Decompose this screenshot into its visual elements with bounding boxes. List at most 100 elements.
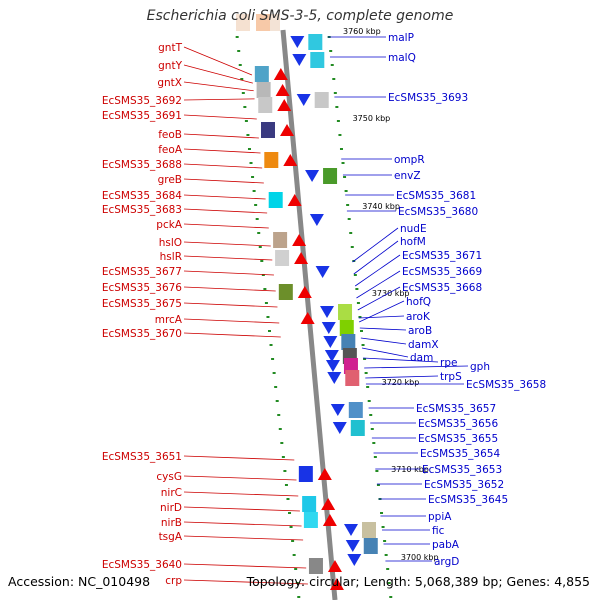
gene-label-left: EcSMS35_3691 xyxy=(102,110,182,122)
leader-line-left xyxy=(183,491,299,497)
right-tick xyxy=(375,470,379,472)
gene-label-left: nirD xyxy=(160,502,182,514)
left-tick xyxy=(255,218,259,220)
gene-label-left: EcSMS35_3688 xyxy=(102,159,182,171)
right-tick xyxy=(356,302,360,304)
feature-block xyxy=(308,558,323,574)
feature-arrow xyxy=(283,154,298,166)
gene-label-right: hofQ xyxy=(406,296,431,308)
left-tick xyxy=(249,162,253,164)
left-tick xyxy=(252,190,256,192)
left-tick xyxy=(258,246,262,248)
left-tick xyxy=(286,498,290,500)
gene-label-left: EcSMS35_3683 xyxy=(102,204,182,216)
feature-block xyxy=(341,334,356,350)
leader-line-right xyxy=(361,347,409,358)
right-tick xyxy=(333,92,337,94)
right-tick xyxy=(332,78,336,80)
feature-arrow xyxy=(309,214,324,226)
feature-block xyxy=(362,522,376,538)
leader-line-left xyxy=(183,318,280,324)
right-tick xyxy=(373,456,377,458)
feature-arrow xyxy=(280,124,294,136)
leader-line-right xyxy=(356,270,401,299)
topology-text: Topology: circular; Length: 5,068,389 bp… xyxy=(246,574,590,589)
right-tick xyxy=(370,428,374,430)
left-tick xyxy=(254,204,258,206)
feature-arrow xyxy=(292,234,307,246)
gene-label-right: EcSMS35_3657 xyxy=(416,403,496,415)
right-tick xyxy=(380,512,384,514)
feature-arrow xyxy=(347,554,362,566)
feature-block xyxy=(323,168,338,184)
feature-block xyxy=(308,34,323,50)
feature-arrow xyxy=(320,306,335,318)
gene-label-left: EcSMS35_3670 xyxy=(102,328,182,340)
right-tick xyxy=(384,554,388,556)
left-tick xyxy=(240,78,244,80)
gene-label-right: EcSMS35_3671 xyxy=(402,250,482,262)
gene-label-right: EcSMS35_3668 xyxy=(402,282,482,294)
leader-line-right xyxy=(360,337,407,345)
feature-arrow xyxy=(277,99,292,111)
gene-label-left: EcSMS35_3675 xyxy=(102,298,182,310)
right-tick xyxy=(360,330,363,332)
feature-arrow xyxy=(287,194,302,206)
leader-line-right xyxy=(359,327,407,331)
right-tick xyxy=(358,316,362,318)
right-tick xyxy=(355,288,359,290)
feature-block xyxy=(310,52,325,68)
feature-block xyxy=(363,538,378,554)
leader-line-left xyxy=(183,178,264,184)
left-tick xyxy=(277,414,281,416)
leader-line-left xyxy=(183,46,253,76)
left-tick xyxy=(238,64,242,66)
feature-arrow xyxy=(321,498,336,510)
accession-text: Accession: NC_010498 xyxy=(8,574,151,589)
right-tick xyxy=(381,526,385,528)
left-tick xyxy=(271,358,275,360)
gene-label-left: EcSMS35_3676 xyxy=(102,282,182,294)
leader-line-left xyxy=(183,64,253,84)
left-tick xyxy=(274,386,278,388)
right-tick xyxy=(347,218,351,220)
feature-arrow xyxy=(322,514,337,526)
gene-label-left: greB xyxy=(158,174,182,186)
leader-line-right xyxy=(358,300,405,323)
gene-label-right: malQ xyxy=(388,52,416,64)
leader-line-left xyxy=(183,563,307,569)
gene-label-right: EcSMS35_3669 xyxy=(402,266,482,278)
gene-label-left: gntX xyxy=(157,77,182,89)
leader-line-right xyxy=(358,315,405,319)
gene-label-right: EcSMS35_3655 xyxy=(418,433,498,445)
gene-label-right: EcSMS35_3654 xyxy=(420,448,500,460)
right-tick xyxy=(335,106,339,108)
feature-block xyxy=(303,512,318,528)
gene-label-left: gntY xyxy=(158,60,182,72)
left-tick xyxy=(244,120,248,122)
feature-block xyxy=(302,496,317,512)
gene-label-left: mrcA xyxy=(155,314,183,326)
ruler-label: 3760 kbp xyxy=(343,27,381,36)
ruler-label: 3710 kbp xyxy=(391,465,429,474)
feature-arrow xyxy=(294,252,309,264)
header-block xyxy=(256,14,270,31)
feature-arrow xyxy=(327,560,342,572)
leader-line-left xyxy=(183,455,295,461)
right-tick xyxy=(336,120,340,122)
feature-block xyxy=(278,284,293,300)
gene-label-right: ppiA xyxy=(428,511,452,523)
feature-arrow xyxy=(296,94,311,106)
right-tick xyxy=(341,162,345,164)
left-tick xyxy=(275,400,279,402)
feature-arrow xyxy=(330,404,345,416)
right-tick xyxy=(387,582,391,584)
left-tick xyxy=(261,274,265,276)
feature-arrow xyxy=(300,312,315,324)
right-tick xyxy=(350,246,354,248)
gene-label-right: EcSMS35_3656 xyxy=(418,418,498,430)
feature-arrow xyxy=(305,170,320,182)
leader-line-right xyxy=(352,227,399,263)
leader-line-left xyxy=(183,148,261,154)
left-tick xyxy=(264,302,268,304)
